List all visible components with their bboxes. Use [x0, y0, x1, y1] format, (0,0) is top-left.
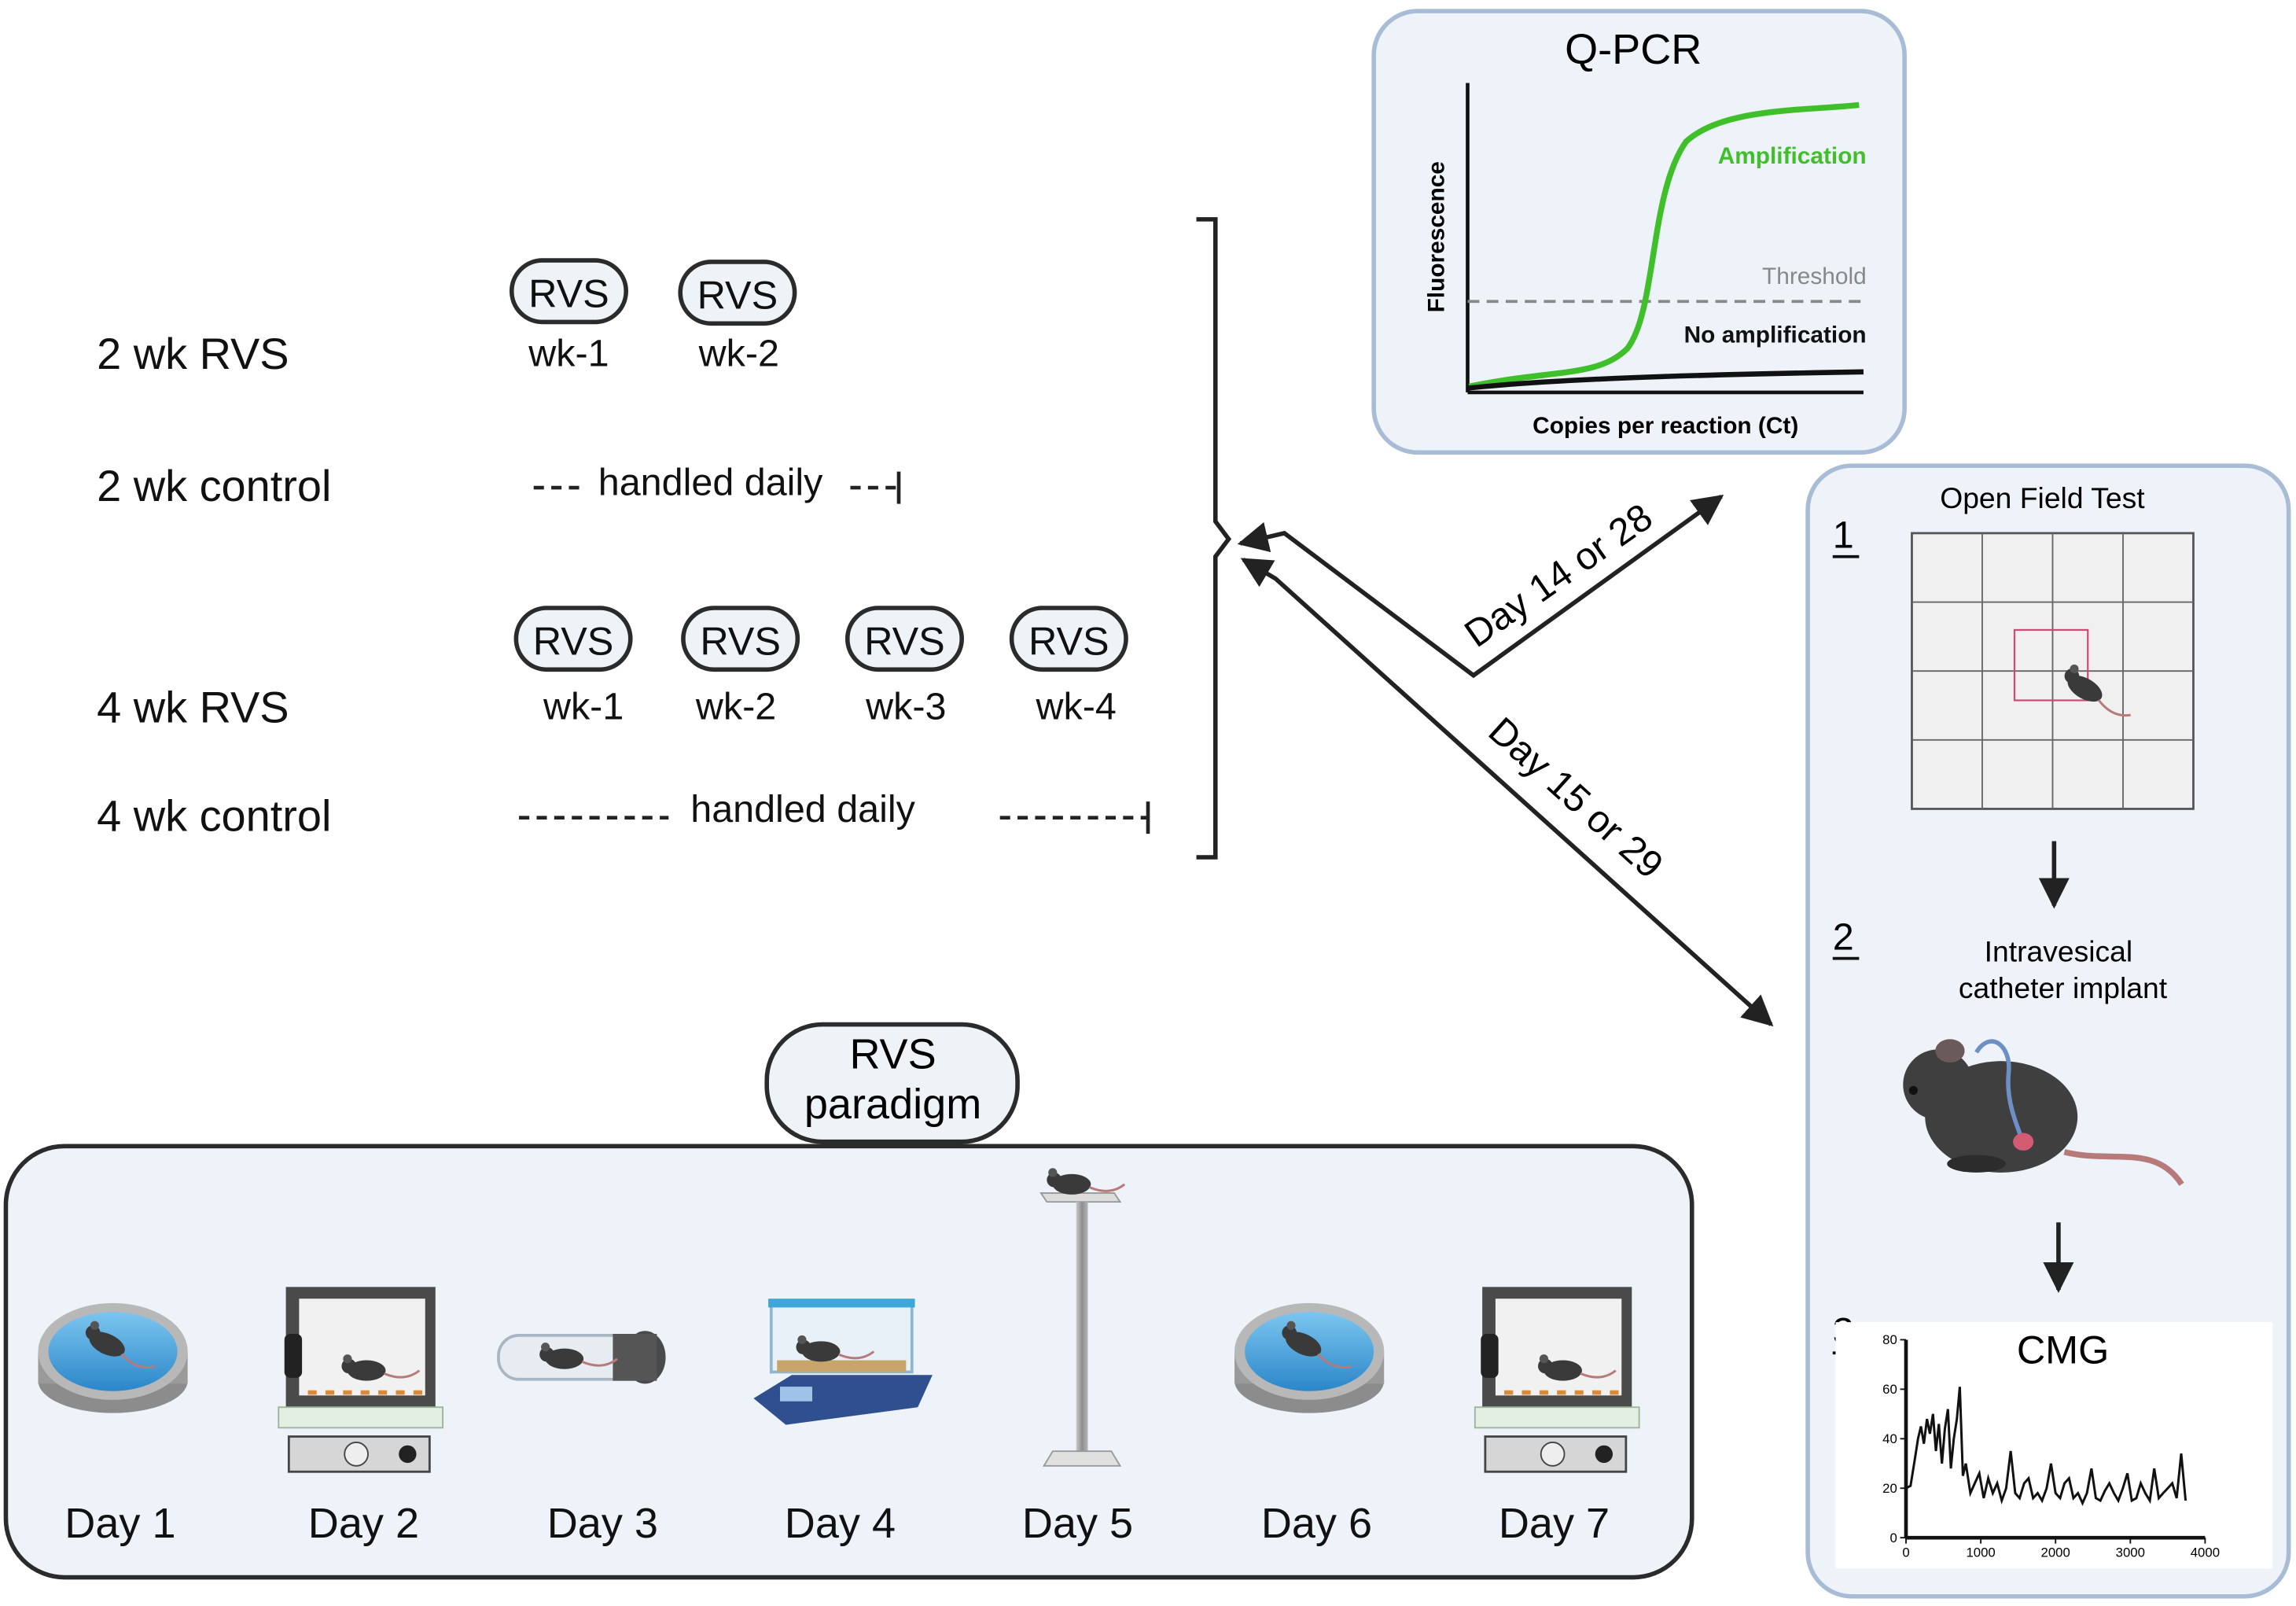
step-number: 1 [1833, 514, 1854, 557]
rvs-pill-label: RVS [1028, 619, 1109, 664]
catheter-label-line2: catheter implant [1959, 971, 2168, 1004]
qpcr-panel-bg [1371, 9, 1907, 455]
cmg-y-tick-label: 80 [1882, 1332, 1897, 1347]
cmg-x-tick-label: 0 [1902, 1545, 1909, 1560]
cmg-y-tick-label: 40 [1882, 1431, 1897, 1446]
week-label: wk-2 [695, 686, 776, 728]
day-label: Day 4 [785, 1500, 896, 1547]
day-label: Day 3 [547, 1500, 658, 1547]
group-control-2wk: 2 wk control handled daily [97, 461, 901, 510]
cmg-trace [1905, 1387, 2187, 1506]
swim-dish-icon [38, 1302, 188, 1413]
arrow-label-lower: Day 15 or 29 [1481, 709, 1671, 887]
catheter-label-line1: Intravesical [1985, 934, 2133, 967]
cmg-x-tick-label: 1000 [1966, 1545, 1995, 1560]
day-label: Day 7 [1499, 1500, 1610, 1547]
rvs-pill: RVS [681, 606, 800, 672]
qpcr-panel: Q-PCR Fluorescence Copies per reaction (… [1371, 9, 1907, 455]
rvs-pill-label: RVS [533, 619, 614, 664]
cmg-chart: CMG 0 20 40 60 80 0 1000 2000 3000 4000 [1835, 1322, 2273, 1569]
rvs-pill: RVS [844, 606, 964, 672]
step-number: 2 [1833, 915, 1854, 958]
rvs-pill-label: RVS [697, 273, 778, 318]
cmg-y-tick-label: 0 [1889, 1530, 1897, 1545]
rvs-pill: RVS [1009, 606, 1128, 672]
amplification-curve [1468, 101, 1860, 390]
week-label: wk-1 [528, 332, 609, 374]
handled-note: handled daily [690, 788, 915, 831]
rvs-pill: RVS [509, 258, 628, 325]
week-label: wk-4 [1035, 686, 1116, 728]
paradigm-panel: RVS paradigm [3, 1022, 1694, 1580]
week-label: wk-3 [865, 686, 946, 728]
group-label: 2 wk control [97, 461, 331, 510]
no-amplification-label: No amplification [1684, 322, 1867, 348]
paradigm-title-line2: paradigm [804, 1081, 981, 1128]
elevated-platform-icon [1039, 1166, 1126, 1467]
day-label: Day 5 [1022, 1500, 1133, 1547]
open-field-arena [1911, 532, 2195, 810]
cmg-x-tick-label: 4000 [2191, 1545, 2220, 1560]
shock-box-icon [278, 1287, 444, 1473]
arrow-to-qpcr: Day 14 or 28 [1237, 495, 1724, 679]
arrow-label-upper: Day 14 or 28 [1457, 495, 1660, 655]
swim-dish-icon [1234, 1302, 1385, 1413]
rvs-pill-label: RVS [700, 619, 781, 664]
catheterized-mouse-icon [1903, 1039, 2184, 1186]
week-label: wk-1 [543, 686, 624, 728]
group-bracket [1196, 217, 1232, 860]
rvs-pill: RVS [678, 260, 797, 326]
rvs-pill: RVS [513, 606, 633, 672]
shock-box-icon [1474, 1287, 1640, 1473]
group-label: 2 wk RVS [97, 329, 289, 378]
cmg-y-tick-label: 60 [1882, 1382, 1897, 1397]
rvs-pill-label: RVS [528, 271, 609, 316]
orbital-shaker-icon [753, 1298, 933, 1425]
cmg-chart-bg [1835, 1322, 2273, 1569]
cmg-x-ticks: 0 1000 2000 3000 4000 [1902, 1538, 2220, 1560]
qpcr-y-label: Fluorescence [1424, 161, 1450, 312]
group-rvs-4wk: 4 wk RVS RVS RVS RVS RVS wk-1 wk-2 wk-3 … [97, 606, 1128, 731]
no-amplification-curve [1469, 369, 1864, 391]
group-control-4wk: 4 wk control handled daily [97, 788, 1150, 840]
center-zone [2013, 628, 2089, 702]
group-rvs-2wk: 2 wk RVS RVS RVS wk-1 wk-2 [97, 258, 797, 378]
cmg-y-tick-label: 20 [1882, 1481, 1897, 1496]
qpcr-x-label: Copies per reaction (Ct) [1533, 413, 1798, 439]
cmg-y-ticks: 0 20 40 60 80 [1882, 1332, 1907, 1545]
amplification-label: Amplification [1718, 143, 1867, 169]
day-label: Day 6 [1261, 1500, 1372, 1547]
restraint-tube-icon [497, 1331, 666, 1384]
open-field-title: Open Field Test [1940, 481, 2145, 514]
group-label: 4 wk RVS [97, 682, 289, 731]
cmg-title: CMG [2017, 1327, 2109, 1372]
threshold-label: Threshold [1762, 263, 1867, 289]
day-label: Day 1 [64, 1500, 175, 1547]
paradigm-title-line1: RVS [849, 1030, 936, 1077]
cmg-x-tick-label: 2000 [2041, 1545, 2070, 1560]
rvs-pill-label: RVS [864, 619, 945, 664]
handled-note: handled daily [598, 461, 823, 503]
week-label: wk-2 [698, 332, 779, 374]
cmg-x-tick-label: 3000 [2116, 1545, 2145, 1560]
paradigm-title-pill: RVS paradigm [764, 1022, 1020, 1144]
day-label: Day 2 [308, 1500, 419, 1547]
qpcr-title: Q-PCR [1565, 26, 1702, 73]
behavior-panel: Open Field Test 1 2 Intravesical cathete… [1805, 463, 2291, 1599]
group-label: 4 wk control [97, 790, 331, 840]
